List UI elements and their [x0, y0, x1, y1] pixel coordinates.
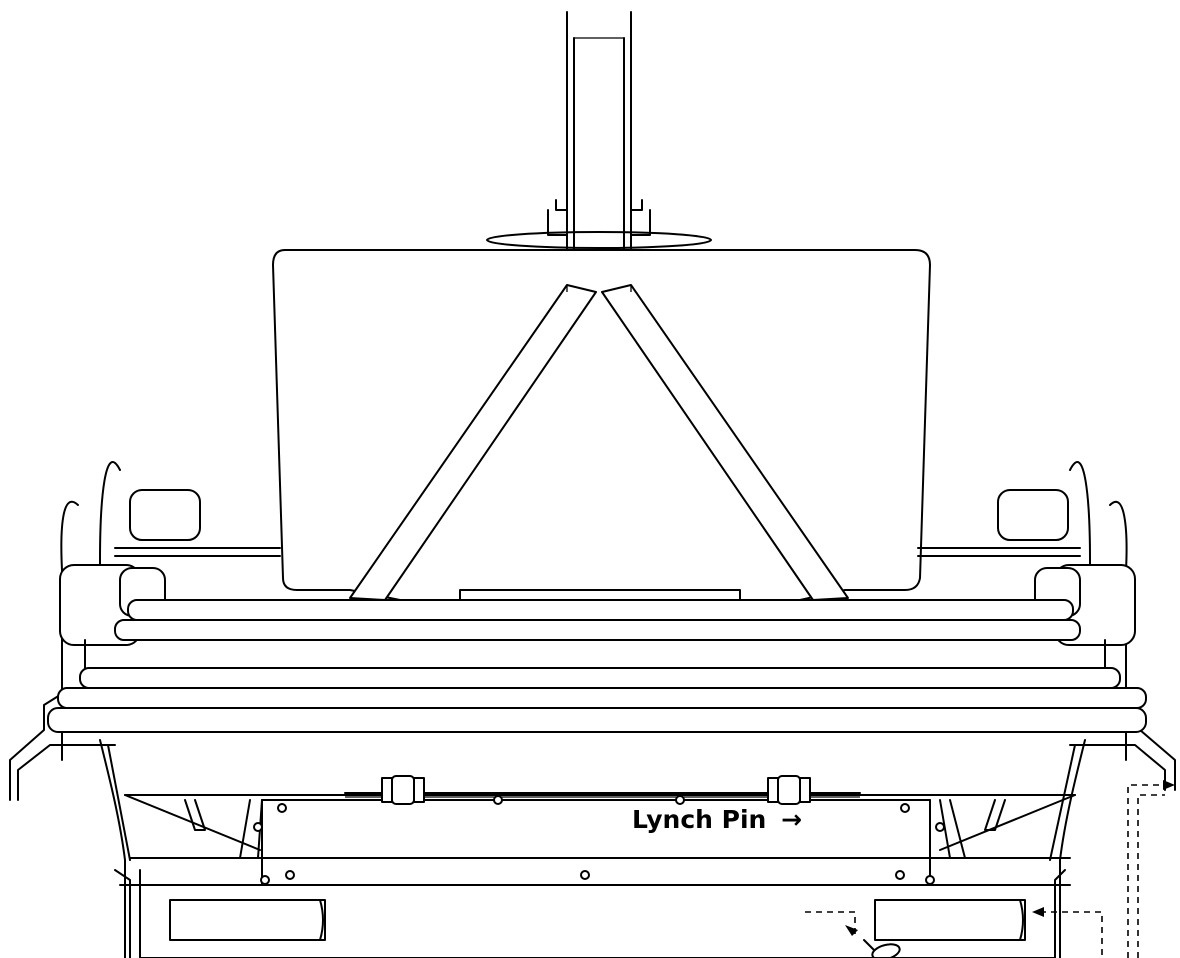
mast [486, 11, 712, 291]
back-plate [272, 249, 931, 601]
lynch-pin-callout: Lynch Pin → [632, 805, 802, 834]
lynch-pin-label: Lynch Pin [632, 805, 766, 834]
dashed-guides [805, 780, 1175, 958]
lynch-pin-icon [863, 939, 901, 958]
tie-rod [344, 775, 861, 805]
crossbars [47, 547, 1147, 733]
callout-arrow: → [781, 805, 802, 834]
bottom-tubes [139, 899, 1056, 958]
lower-housing [119, 794, 1076, 886]
bolts [253, 795, 945, 885]
